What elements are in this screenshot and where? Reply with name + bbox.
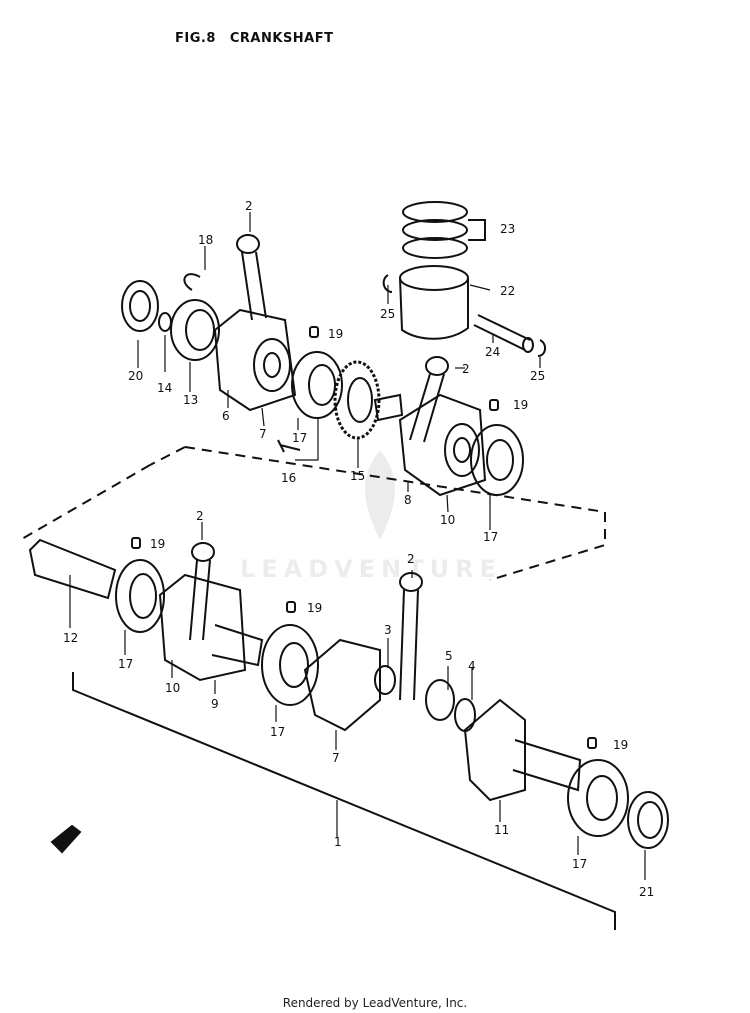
callout-7: 7 [259, 427, 267, 441]
assembly-bracket [72, 672, 616, 930]
callout-15: 15 [350, 469, 365, 483]
callout-19: 19 [613, 738, 628, 752]
piston-group [382, 201, 546, 357]
callout-19: 19 [513, 398, 528, 412]
direction-arrow-icon [50, 824, 82, 854]
figure-number: FIG.8 [175, 31, 216, 46]
callout-2: 2 [245, 199, 253, 213]
callout-23: 23 [500, 222, 515, 236]
callout-25: 25 [530, 369, 545, 383]
callout-1: 1 [334, 835, 342, 849]
footer-credit: Rendered by LeadVenture, Inc. [282, 996, 468, 1010]
callout-2: 2 [407, 552, 415, 566]
leader-lines [69, 212, 646, 880]
watermark-logo [365, 450, 395, 540]
watermark-text: LEADVENTURE [240, 555, 502, 583]
callout-20: 20 [128, 369, 143, 383]
callout-17: 17 [572, 857, 587, 871]
callout-6: 6 [222, 409, 230, 423]
callout-17: 17 [270, 725, 285, 739]
lower-crank-group [28, 537, 669, 849]
callout-21: 21 [639, 885, 654, 899]
callout-17: 17 [292, 431, 307, 445]
callout-10: 10 [440, 513, 455, 527]
upper-crank-group [121, 234, 524, 497]
callout-19: 19 [328, 327, 343, 341]
callout-11: 11 [494, 823, 509, 837]
figure-title: FIG.8 CRANKSHAFT [175, 31, 348, 46]
figure-name: CRANKSHAFT [229, 31, 334, 46]
callout-2: 2 [196, 509, 204, 523]
callout-25: 25 [380, 307, 395, 321]
callout-9: 9 [211, 697, 219, 711]
callout-19: 19 [150, 537, 165, 551]
callout-24: 24 [485, 345, 500, 359]
callout-8: 8 [404, 493, 412, 507]
callout-numbers: 2 18 20 14 13 6 7 17 16 15 8 10 17 19 19… [63, 199, 654, 899]
callout-3: 3 [384, 623, 392, 637]
callout-2: 2 [462, 362, 470, 376]
callout-19: 19 [307, 601, 322, 615]
callout-4: 4 [468, 659, 476, 673]
callout-17: 17 [483, 530, 498, 544]
callout-22: 22 [500, 284, 515, 298]
callout-17: 17 [118, 657, 133, 671]
subassembly-outline [19, 446, 606, 581]
callout-12: 12 [63, 631, 78, 645]
callout-5: 5 [445, 649, 453, 663]
callout-14: 14 [157, 381, 172, 395]
callout-10: 10 [165, 681, 180, 695]
callout-16: 16 [281, 471, 296, 485]
callout-7: 7 [332, 751, 340, 765]
callout-18: 18 [198, 233, 213, 247]
callout-13: 13 [183, 393, 198, 407]
